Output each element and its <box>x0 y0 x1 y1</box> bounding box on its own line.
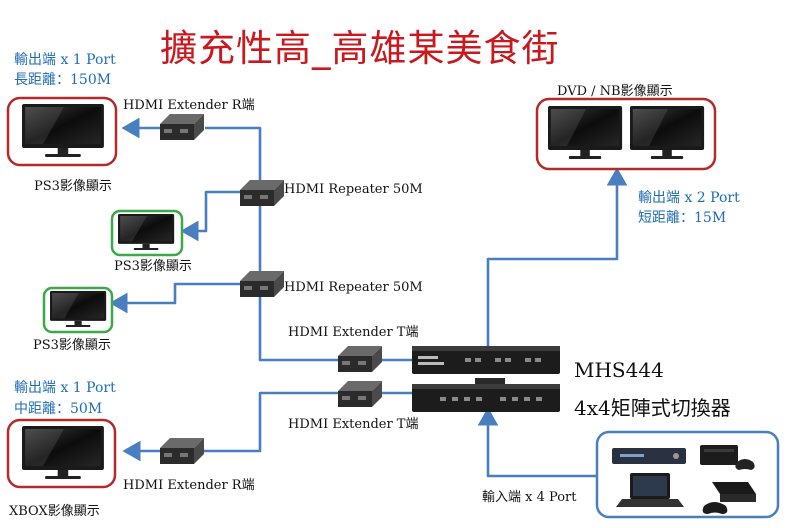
switch-description: 4x4矩陣式切換器 <box>574 396 731 420</box>
label-repeater-1: HDMI Repeater 50M <box>284 182 423 197</box>
output-right-ports: 輸出端 x 2 Port <box>638 190 740 206</box>
extender-r-bottom-device <box>160 438 204 464</box>
repeater-1-device <box>240 180 284 206</box>
label-xbox: XBOX影像顯示 <box>9 504 100 519</box>
label-extender-r-bottom: HDMI Extender R端 <box>123 478 255 493</box>
input-notebook <box>616 473 684 507</box>
output-left-bottom-distance: 中距離：50M <box>14 401 103 417</box>
output-left-top-ports: 輸出端 x 1 Port <box>14 52 116 68</box>
extender-t-1-device <box>338 346 382 372</box>
link-input-to-switch <box>477 407 597 478</box>
matrix-switch-device <box>412 346 560 412</box>
label-input-ports: 輸入端 x 4 Port <box>482 490 577 505</box>
output-right-distance: 短距離：15M <box>638 210 727 226</box>
link-repeater1-to-ps3 <box>180 190 240 242</box>
label-repeater-2: HDMI Repeater 50M <box>284 280 423 295</box>
extender-r-top-device <box>160 114 204 140</box>
output-left-bottom-ports: 輸出端 x 1 Port <box>14 380 116 396</box>
input-ps3-console <box>702 482 756 514</box>
label-ps3-2: PS3影像顯示 <box>114 259 192 274</box>
link-switch-to-dvd <box>486 167 628 346</box>
extender-t-2-device <box>338 381 382 407</box>
input-dvd-player <box>612 448 686 464</box>
switch-model: MHS444 <box>574 358 664 382</box>
label-extender-t-1: HDMI Extender T端 <box>288 325 419 340</box>
label-ps3-3: PS3影像顯示 <box>33 338 111 353</box>
label-extender-t-2: HDMI Extender T端 <box>288 417 419 432</box>
output-left-top-distance: 長距離：150M <box>14 72 112 88</box>
page-title: 擴充性高_高雄某美食街 <box>160 27 560 70</box>
input-xbox-console <box>700 445 755 470</box>
label-extender-r-top: HDMI Extender R端 <box>123 98 255 113</box>
link-repeater2-to-ps3 <box>109 282 240 314</box>
repeater-2-device <box>240 271 284 297</box>
label-ps3-1: PS3影像顯示 <box>34 179 112 194</box>
label-dvd-nb: DVD / NB影像顯示 <box>557 84 673 99</box>
